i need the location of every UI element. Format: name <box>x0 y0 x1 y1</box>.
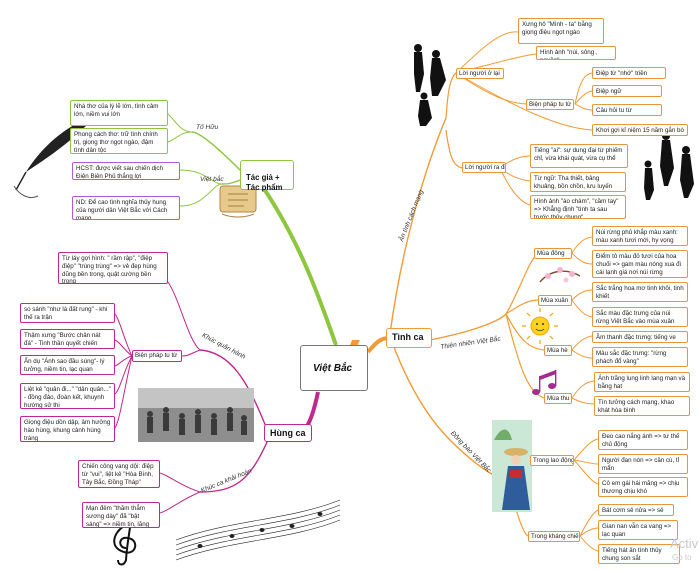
viet-bac-item-1: HCST: được viết sau chiến dịch Điện Biên… <box>72 162 180 180</box>
ra-di-item-2: Từ ngữ: Tha thiết, bâng khuâng, bồn chồn… <box>530 172 626 192</box>
tinh-ca-bien-phap-item-1: Điệp từ "nhớ" triền miên <box>592 67 666 79</box>
activation-watermark-sub: Go to <box>672 553 692 562</box>
center-node[interactable]: Việt Bắc <box>300 345 368 391</box>
to-huu-item-2: Phong cách thơ: trữ tình chính trị, giọn… <box>70 128 168 154</box>
khang-chien-item-2: Gian nan vẫn ca vang => lạc quan <box>598 520 678 540</box>
khai-hoan-item-2: Mạn đêm "thăm thẳm sương dày" đã "bật sá… <box>82 502 160 528</box>
tu-lay-item: Từ láy gợi hình: " rầm rập", "điệp điệp"… <box>58 252 168 284</box>
khai-hoan-item-1: Chiến công vang dội: điệp từ "vui", liệt… <box>78 460 160 488</box>
ra-di-item-1: Tiếng "ai": sự dung đại từ phiếm chỉ, vừ… <box>530 144 628 168</box>
tinh-ca-bien-phap[interactable]: Biện pháp tu từ <box>526 99 574 110</box>
hung-ca-bien-phap[interactable]: Biện pháp tu từ <box>132 350 182 362</box>
mua-thu[interactable]: Mùa thu <box>544 393 572 404</box>
lao-dong-item-2: Người đan nón => cần cù, tỉ mẩn <box>598 454 688 474</box>
to-huu-label: Tố Hữu <box>196 124 219 131</box>
khang-chien-item-1: Bát cơm sẻ nửa => sẻ chia <box>598 504 674 516</box>
loi-nguoi-ra-di[interactable]: Lời người ra đi <box>462 162 506 173</box>
cherry-blossom-icon <box>539 267 581 283</box>
woman-illustration-icon <box>492 420 532 512</box>
hung-ca-bien-phap-item-5: Giọng điệu dồn dập, âm hưởng hào hùng, k… <box>20 416 115 442</box>
ra-di-item-3: Hình ảnh "áo chàm", "cầm tay" => Khẳng đ… <box>530 195 626 219</box>
mua-thu-item-2: Tín tưởng cách mạng, khao khát hòa bình <box>594 396 690 416</box>
viet-bac-item-2: ND: Để cao tình nghĩa thủy hung của ngườ… <box>72 196 180 220</box>
mua-thu-item-1: Ánh trăng lung linh lang mạn và bằng hat <box>594 372 690 392</box>
tinh-ca-node[interactable]: Tình ca <box>386 328 432 348</box>
khang-chien-item-3: Tiếng hát ân tình thủy chung son sắt <box>598 544 680 564</box>
trong-khang-chien[interactable]: Trong kháng chiến <box>528 531 580 542</box>
loi-nguoi-o-lai[interactable]: Lời người ở lại <box>456 68 504 79</box>
o-lai-item-1: Xưng hô "Mình - ta" bằng giọng điệu ngọt… <box>518 18 604 44</box>
mua-he[interactable]: Mùa hè <box>544 345 572 356</box>
hung-ca-bien-phap-item-4: Liệt kê "quân đi..." "dân quân..." - đồn… <box>20 383 115 409</box>
tinh-ca-bien-phap-item-2: Điệp ngữ <box>592 85 662 97</box>
hung-ca-node[interactable]: Hùng ca <box>264 424 312 442</box>
activation-watermark: Activ <box>670 536 699 551</box>
mua-xuan-item-2: Sắc màu đặc trưng của núi rừng Việt Bắc … <box>592 307 688 327</box>
mua-xuan-item-1: Sắc trắng hoa mơ tinh khôi, tinh khiết <box>592 282 688 302</box>
branch-tac-gia <box>256 178 338 346</box>
people-silhouette-icon <box>644 132 694 200</box>
tinh-ca-label: Tình ca <box>392 332 424 342</box>
mua-dong[interactable]: Mùa đông <box>534 248 572 259</box>
dancer-silhouette-icon <box>414 44 446 126</box>
lao-dong-item-3: Cô em gái hái măng => chịu thương chịu k… <box>598 477 688 497</box>
scroll-icon <box>219 185 257 218</box>
mua-dong-item-2: Điểm tô màu đỏ tươi của hoa chuối => gam… <box>592 250 688 278</box>
sun-icon <box>522 308 558 344</box>
hung-ca-bien-phap-item-2: Thậm xưng "Bước chân nát đá" - Tinh thần… <box>20 329 115 349</box>
khoi-goi-item: Khơi gợi kỉ niệm 15 năm gắn bó <box>592 124 688 136</box>
music-sheet-icon <box>175 499 341 561</box>
hung-ca-label: Hùng ca <box>270 428 306 438</box>
hung-ca-bien-phap-item-1: so sánh "như là đất rung" - khí thế ra t… <box>20 303 115 323</box>
mua-dong-item-1: Núi rừng phủ khắp màu xanh: màu xanh tươ… <box>592 226 688 246</box>
tac-gia-node[interactable]: Tác giả + Tác phẩm <box>240 160 294 192</box>
viet-bac-label: Việt bắc <box>200 176 224 183</box>
to-huu-item-1: Nhà thơ của lý lẽ lớn, tình cảm lớn, niề… <box>70 100 168 126</box>
o-lai-item-2: Hình ảnh "núi, sông , nguồn" <box>536 46 616 60</box>
mua-he-item-2: Màu sắc đặc trưng: "rừng phách đổ vàng" <box>592 347 688 367</box>
center-label: Việt Bắc <box>313 363 353 374</box>
soldiers-photo-icon <box>138 388 254 442</box>
mua-xuan[interactable]: Mùa xuân <box>538 295 572 306</box>
tac-gia-label: Tác giả + Tác phẩm <box>246 173 283 192</box>
mua-he-item-1: Âm thanh đặc trưng: tiếng ve <box>592 331 688 343</box>
trong-lao-dong[interactable]: Trong lao động <box>530 455 574 466</box>
tinh-ca-bien-phap-item-3: Câu hỏi tu từ <box>592 104 662 116</box>
music-note-icon <box>532 370 557 395</box>
hung-ca-bien-phap-item-3: Ẩn dụ "Ánh sao đầu súng"- lý tưởng, niềm… <box>20 355 115 375</box>
lao-dong-item-1: Đeo cao nắng ánh => tư thế chủ động <box>598 430 688 450</box>
